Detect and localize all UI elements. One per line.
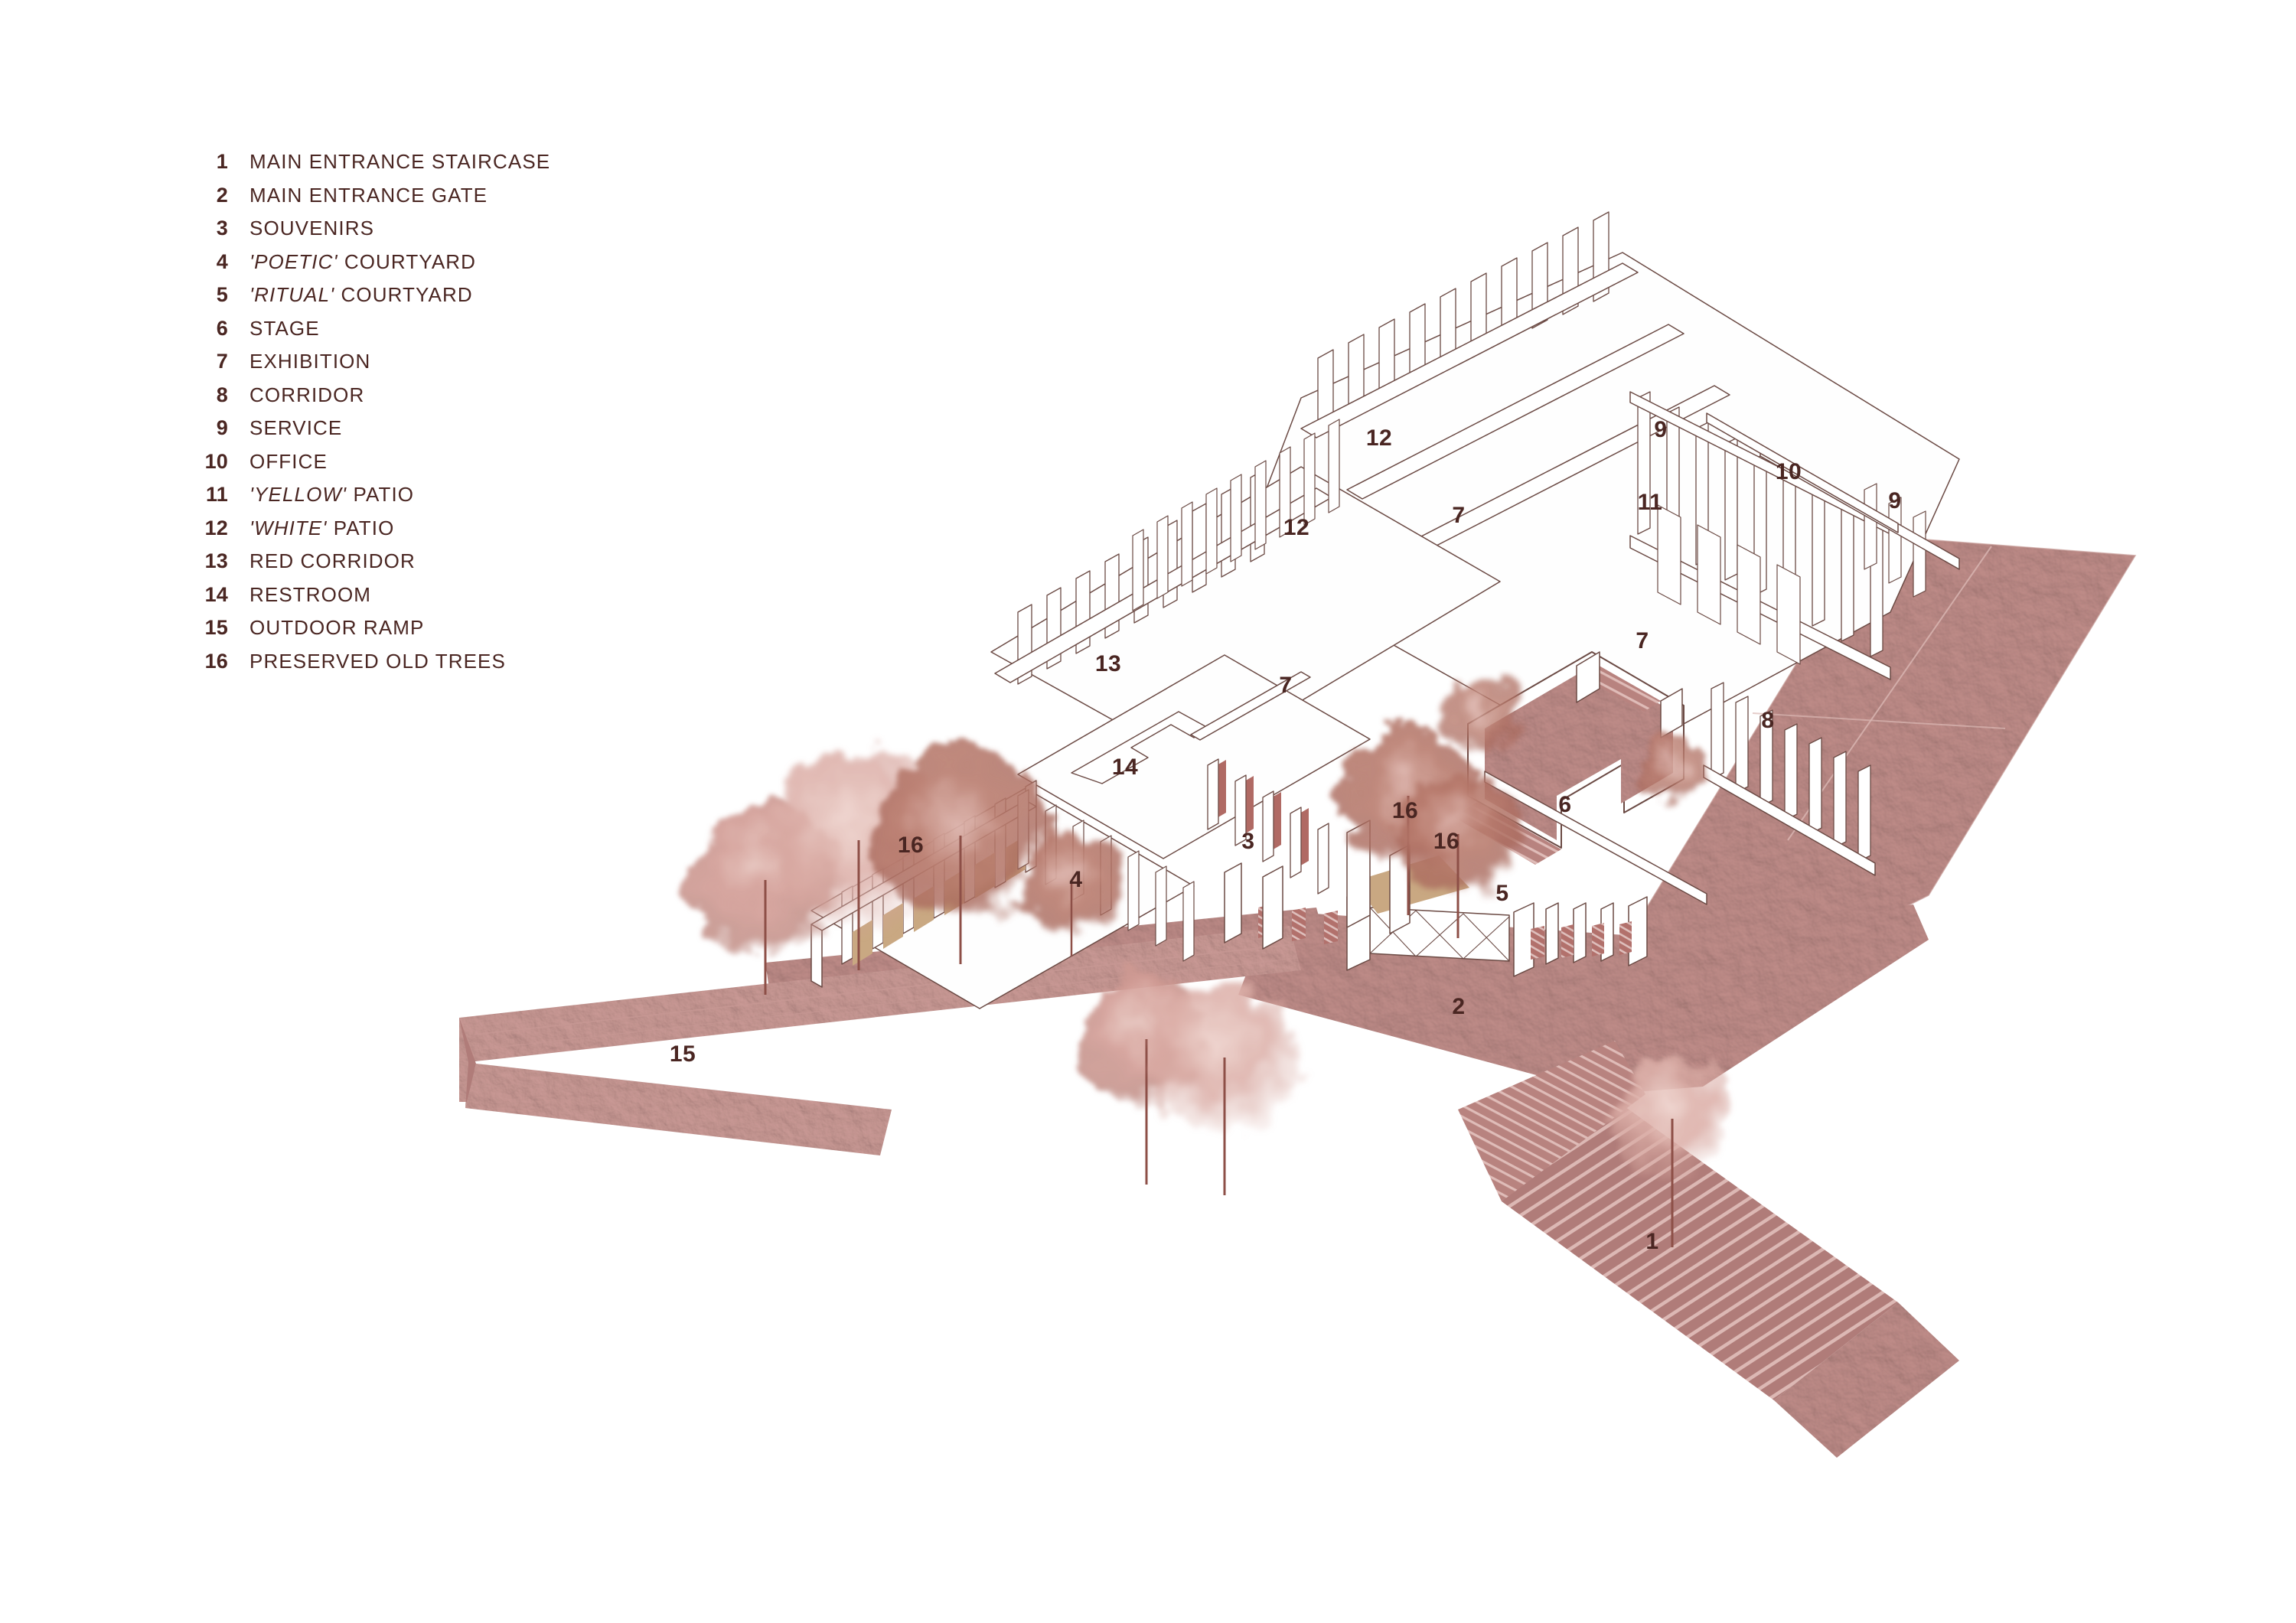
legend-label: EXHIBITION xyxy=(249,350,371,373)
gate-x4 xyxy=(1415,913,1464,957)
legend-row: 1 MAIN ENTRANCE STAIRCASE xyxy=(188,150,663,184)
legend-row: 2 MAIN ENTRANCE GATE xyxy=(188,184,663,217)
legend-row: 12 'WHITE' PATIO xyxy=(188,517,663,550)
legend-label: SOUVENIRS xyxy=(249,217,375,240)
legend-label: 'POETIC' COURTYARD xyxy=(249,250,476,274)
legend-label: SERVICE xyxy=(249,416,343,439)
legend-number: 14 xyxy=(204,582,228,606)
legend-label-rest: COURTYARD xyxy=(341,283,473,306)
ramp-lower xyxy=(465,1064,892,1155)
tree-cluster-south xyxy=(1079,972,1300,1195)
souvenirs-fins xyxy=(1207,758,1329,895)
legend-row: 14 RESTROOM xyxy=(188,583,663,617)
stage-floor xyxy=(1485,666,1673,840)
service-office-fins xyxy=(1864,483,1926,598)
legend-label: MAIN ENTRANCE STAIRCASE xyxy=(249,150,551,173)
legend-label: STAGE xyxy=(249,316,320,340)
legend-row: 15 OUTDOOR RAMP xyxy=(188,616,663,650)
ridge-beam-b xyxy=(1346,324,1684,500)
legend-number: 8 xyxy=(216,383,228,406)
legend-label: RESTROOM xyxy=(249,582,372,606)
legend-label-quoted: 'YELLOW' xyxy=(249,483,347,506)
legend-number: 1 xyxy=(216,150,228,173)
restroom-walls xyxy=(1071,711,1210,784)
legend-label-quoted: 'RITUAL' xyxy=(249,283,335,306)
souvenirs-red-panels xyxy=(1217,760,1309,866)
se-eave xyxy=(1484,771,1707,905)
main-staircase xyxy=(1502,1105,1898,1400)
legend-number: 16 xyxy=(204,649,228,673)
trees xyxy=(689,677,1732,1247)
legend-number: 6 xyxy=(216,316,228,340)
tree-poetic-court xyxy=(1021,833,1122,957)
legend: 1 MAIN ENTRANCE STAIRCASE 2 MAIN ENTRANCE G… xyxy=(188,150,663,683)
legend-row: 5 'RITUAL' COURTYARD xyxy=(188,283,663,317)
staircase-upper-run xyxy=(1458,1041,1645,1201)
legend-row: 6 STAGE xyxy=(188,317,663,350)
legend-label-rest: COURTYARD xyxy=(344,249,477,273)
tree-cluster-west xyxy=(689,750,1046,995)
tree-cluster-ritual-court xyxy=(1339,677,1707,938)
legend-row: 9 SERVICE xyxy=(188,416,663,450)
legend-label: RED CORRIDOR xyxy=(249,549,416,572)
legend-number: 15 xyxy=(204,616,228,639)
fin-cluster-nw xyxy=(1132,419,1340,611)
legend-label: MAIN ENTRANCE GATE xyxy=(249,183,488,207)
office-roof-edge xyxy=(1706,412,1899,533)
legend-label: 'RITUAL' COURTYARD xyxy=(249,283,473,307)
stage-rear-wall-2 xyxy=(1660,688,1683,738)
legend-row: 7 EXHIBITION xyxy=(188,350,663,383)
gate-x6 xyxy=(1463,916,1510,960)
legend-number: 13 xyxy=(204,549,228,572)
legend-row: 10 OFFICE xyxy=(188,450,663,484)
legend-number: 7 xyxy=(216,350,228,373)
legend-number: 11 xyxy=(206,483,228,506)
legend-label-quoted: 'WHITE' xyxy=(249,516,328,539)
legend-label: 'YELLOW' PATIO xyxy=(249,483,414,507)
legend-row: 13 RED CORRIDOR xyxy=(188,549,663,583)
tree-staircase xyxy=(1613,1059,1732,1247)
corridor-fins-east xyxy=(1711,682,1871,862)
legend-row: 8 CORRIDOR xyxy=(188,383,663,417)
gallery-frames xyxy=(1657,504,1801,665)
paving-east-terrace xyxy=(1607,536,2135,1018)
legend-label-quoted: 'POETIC' xyxy=(249,249,338,273)
legend-row: 16 PRESERVED OLD TREES xyxy=(188,650,663,683)
legend-number: 10 xyxy=(204,449,228,473)
legend-label: CORRIDOR xyxy=(249,383,365,406)
legend-label: PRESERVED OLD TREES xyxy=(249,649,506,673)
legend-label: 'WHITE' PATIO xyxy=(249,517,394,540)
drawing-content xyxy=(459,211,2137,1458)
legend-number: 5 xyxy=(216,283,228,306)
legend-label: OUTDOOR RAMP xyxy=(249,616,425,639)
legend-row: 4 'POETIC' COURTYARD xyxy=(188,250,663,284)
corridor-wall xyxy=(1190,671,1311,741)
legend-row: 11 'YELLOW' PATIO xyxy=(188,483,663,517)
legend-number: 3 xyxy=(216,217,228,240)
legend-number: 12 xyxy=(204,516,228,539)
legend-row: 3 SOUVENIRS xyxy=(188,217,663,250)
legend-number: 9 xyxy=(216,416,228,439)
main-staircase-landing xyxy=(1774,1302,1959,1458)
legend-number: 2 xyxy=(216,183,228,207)
legend-label: OFFICE xyxy=(249,449,328,473)
legend-label-rest: PATIO xyxy=(333,516,395,539)
legend-number: 4 xyxy=(216,249,228,273)
legend-label-rest: PATIO xyxy=(353,483,415,506)
stage-rear-wall xyxy=(1576,651,1600,703)
